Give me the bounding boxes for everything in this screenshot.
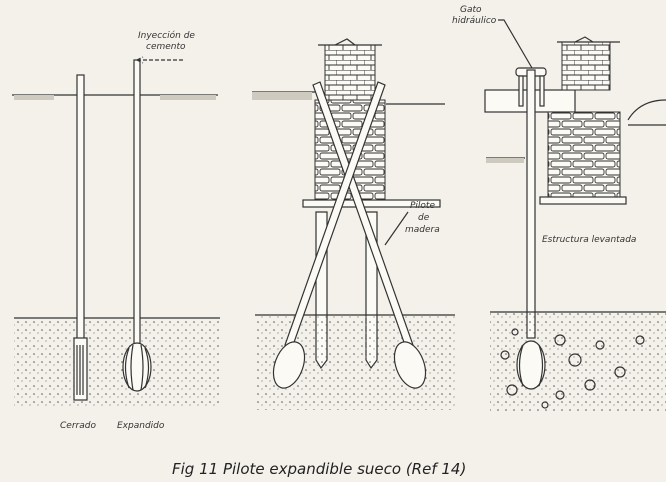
- label-timber-pile: Pilote: [410, 201, 435, 211]
- cement-arrow: [136, 56, 185, 64]
- ground-hatch: [14, 95, 54, 100]
- label-expanded: Expandido: [117, 421, 165, 431]
- closed-pile-shaft: [76, 74, 85, 341]
- timber-platform: [302, 199, 441, 208]
- label-closed: Cerrado: [60, 421, 96, 431]
- brick-wall: [561, 41, 611, 91]
- expanded-bulb: [516, 340, 546, 390]
- gravel: [500, 328, 645, 409]
- label-cement-injection: cemento: [146, 42, 186, 52]
- expanded-bulb: [393, 341, 427, 389]
- label-lifted-structure: Estructura levantada: [542, 235, 636, 245]
- ground-hatch: [160, 95, 216, 100]
- stone-foundation: [547, 111, 621, 198]
- timber-platform: [539, 196, 627, 205]
- bearing-stratum: [14, 318, 220, 408]
- panel-timber-piles: Pilote de madera: [252, 38, 455, 410]
- panel-closed-expanded: Inyección de cemento Cerrado Expandido: [12, 30, 220, 431]
- label-timber-pile: madera: [405, 225, 440, 235]
- label-hydraulic-jack: hidráulico: [452, 16, 497, 26]
- expanded-pile-bulb: [122, 342, 152, 392]
- expanded-bulb: [272, 341, 306, 389]
- brick-wall: [324, 44, 376, 101]
- jack-leader-line: [498, 19, 533, 69]
- label-timber-pile: de: [418, 213, 430, 223]
- label-hydraulic-jack: Gato: [460, 5, 482, 15]
- label-cement-injection: Inyección de: [138, 30, 195, 41]
- expanded-pile-shaft: [133, 59, 141, 346]
- lifted-pile-shaft: [526, 69, 536, 339]
- panel-lifted-structure: Gato hidráulico Estructura levantada: [452, 5, 666, 412]
- figure-caption: Fig 11 Pilote expandible sueco (Ref 14): [172, 460, 466, 478]
